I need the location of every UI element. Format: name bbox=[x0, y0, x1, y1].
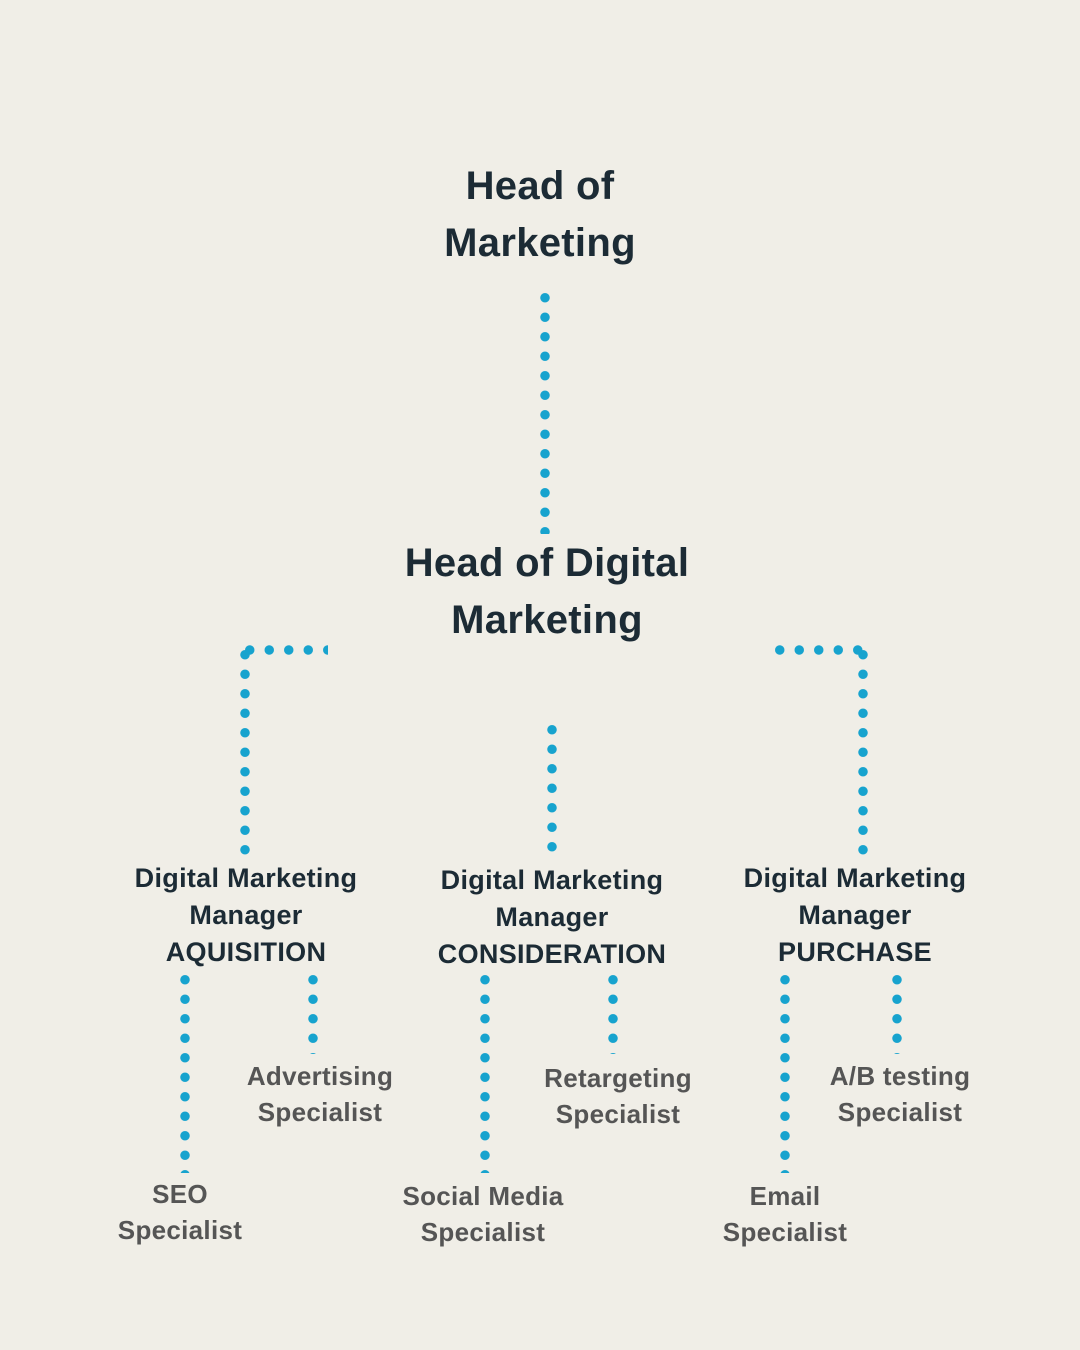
connector-left-elbow-horizontal-line bbox=[240, 645, 328, 655]
org-node-manager-purchase: Digital Marketing Manager PURCHASE bbox=[743, 863, 967, 967]
org-node-head-of-digital-marketing: Head of Digital Marketing bbox=[404, 541, 690, 642]
org-node-email-specialist: Email Specialist bbox=[722, 1181, 848, 1247]
connector-consideration-to-retargeting-line bbox=[608, 970, 618, 1054]
org-node-seo-specialist: SEO Specialist bbox=[117, 1179, 243, 1245]
connector-acquisition-to-seo-line bbox=[180, 970, 190, 1173]
connector-digital-to-consideration-line bbox=[547, 720, 557, 860]
org-node-manager-consideration: Digital Marketing Manager CONSIDERATION bbox=[437, 865, 667, 969]
org-node-retargeting-specialist: Retargeting Specialist bbox=[544, 1063, 692, 1129]
connector-consideration-to-social-line bbox=[480, 970, 490, 1173]
connector-head-to-digital-line bbox=[540, 288, 550, 534]
connector-purchase-to-email-line bbox=[780, 970, 790, 1173]
org-node-manager-acquisition: Digital Marketing Manager AQUISITION bbox=[134, 863, 358, 967]
connector-purchase-to-ab-testing-line bbox=[892, 970, 902, 1054]
connector-left-elbow-vertical-line bbox=[240, 645, 250, 857]
org-node-ab-testing-specialist: A/B testing Specialist bbox=[829, 1061, 971, 1127]
connector-right-elbow-horizontal-line bbox=[770, 645, 869, 655]
org-node-head-of-marketing: Head of Marketing bbox=[444, 164, 636, 265]
connector-right-elbow-vertical-line bbox=[858, 645, 868, 855]
org-node-advertising-specialist: Advertising Specialist bbox=[246, 1061, 394, 1127]
connector-acquisition-to-advertising-line bbox=[308, 970, 318, 1054]
org-node-social-media-specialist: Social Media Specialist bbox=[402, 1181, 564, 1247]
